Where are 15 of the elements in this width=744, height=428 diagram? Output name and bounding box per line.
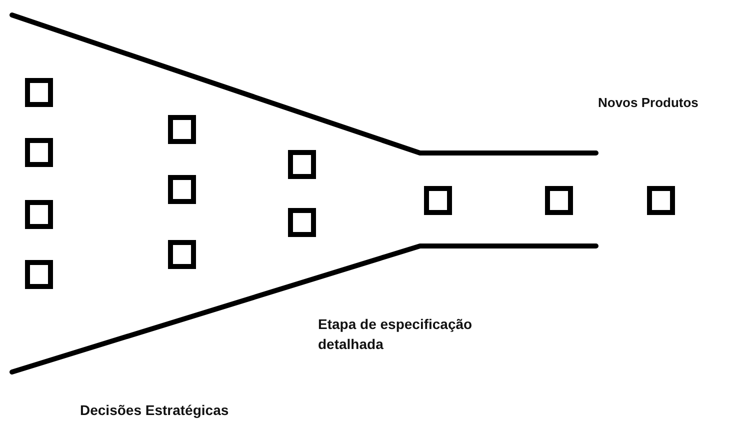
idea-square [25, 260, 53, 289]
idea-square [288, 150, 316, 179]
idea-square [25, 200, 53, 229]
idea-square [545, 186, 573, 215]
idea-square [424, 186, 452, 215]
stage-label: Novos Produtos [598, 94, 700, 112]
idea-square [647, 186, 675, 215]
idea-square [168, 115, 196, 144]
idea-square [25, 138, 53, 167]
idea-square [168, 240, 196, 269]
idea-square [168, 175, 196, 204]
stage-label: Decisões Estratégicas [80, 401, 230, 420]
stage-label: Etapa de especificação detalhada [318, 315, 474, 354]
idea-square [25, 78, 53, 107]
idea-square [288, 208, 316, 237]
